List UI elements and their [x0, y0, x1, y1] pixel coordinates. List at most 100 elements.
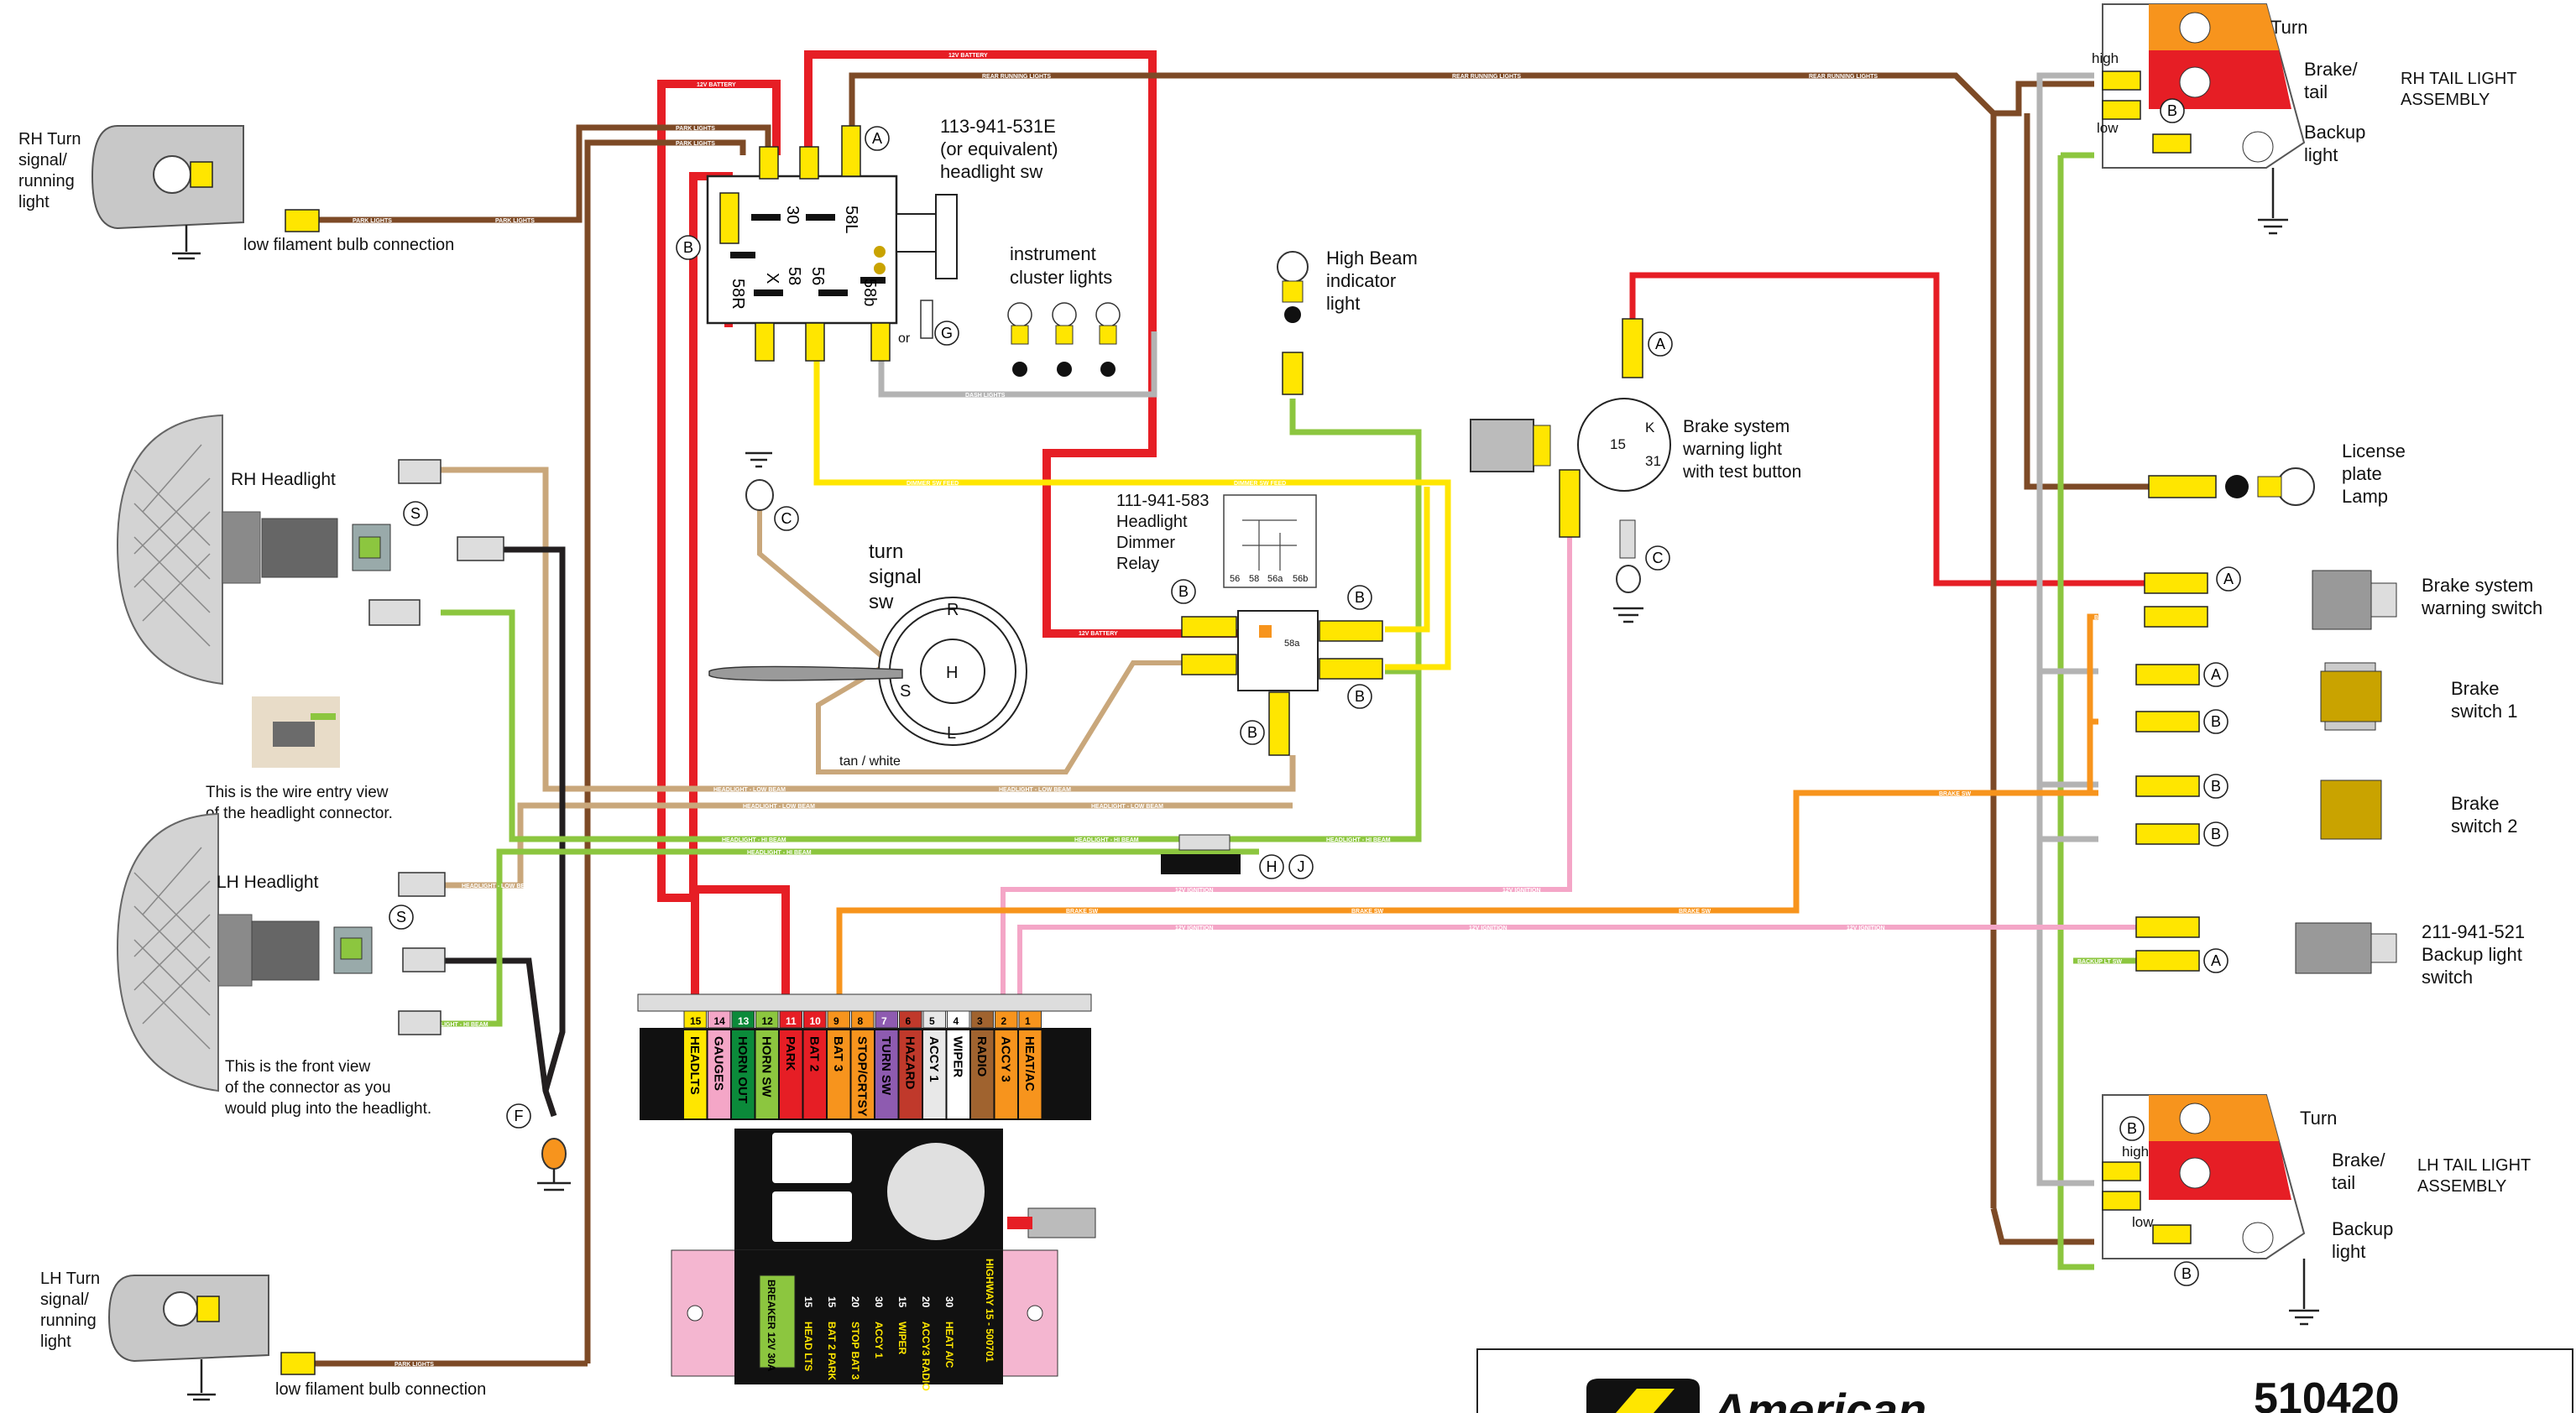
turn-signal-stalk [708, 665, 903, 681]
fuse-slot-label: HEAT A/C [943, 1322, 955, 1369]
pin-x: X [763, 273, 781, 284]
lh-tail-light: high low Turn Brake/ tail Backup light L… [2102, 1094, 2531, 1326]
photo-wire [311, 713, 336, 720]
turn-letter-h: H [946, 664, 958, 682]
callout-a-backup: A [2203, 948, 2229, 973]
low-filament-label-bottom: low filament bulb connection [275, 1380, 486, 1399]
ground-symbol-dash [745, 451, 774, 511]
connector-h-j [1161, 834, 1241, 874]
fuse-cell-body [947, 1030, 969, 1118]
relay-connector-bottom [1268, 691, 1290, 756]
rh-headlight-label: RH Headlight [231, 470, 336, 489]
rh-backup-bulb [2242, 131, 2274, 163]
relay-connector-left-2 [1181, 654, 1237, 675]
terminal-bar [751, 214, 781, 221]
rh-turn-label-4: light [18, 193, 50, 211]
tail-connector [2102, 1161, 2141, 1181]
fuse-cell-number: 4 [954, 1015, 959, 1027]
switch-connector [2144, 606, 2208, 628]
lh-backup-label-1: Backup [2332, 1218, 2393, 1239]
rh-brake-label-2: tail [2304, 81, 2328, 102]
turn-signal-switch: R H S L turn signal sw tan / white [708, 540, 1027, 769]
tail-connector [2102, 100, 2141, 120]
svg-text:B: B [1247, 724, 1257, 741]
lh-connector-ground [402, 947, 446, 972]
svg-text:J: J [1298, 858, 1305, 875]
switch-connector [2135, 823, 2200, 845]
rh-headlight-grid [133, 444, 211, 647]
bulb-base [1282, 280, 1304, 303]
low-filament-label-top: low filament bulb connection [243, 236, 454, 254]
fuse-cell-number: 12 [762, 1015, 774, 1027]
license-label-1: License [2342, 441, 2406, 461]
wire-label-brake-2: BRAKE SW [1351, 909, 1384, 915]
rh-tail-red [2149, 50, 2291, 109]
lh-connector-low [398, 872, 446, 897]
fuse-cell-label: STOP/CRTSY [855, 1036, 870, 1117]
bulb-base [1011, 325, 1029, 345]
high-beam-indicator: High Beam indicator light [1277, 248, 1418, 395]
rh-turn-label-1: RH Turn [18, 130, 81, 149]
wire-label-park-3: PARK LIGHTS [676, 126, 715, 132]
backup-switch-body [2295, 922, 2372, 974]
rh-turn-connector [285, 209, 320, 232]
fuse-cell-body [971, 1030, 994, 1118]
fuse-slot-label: WIPER [896, 1322, 908, 1355]
warning-switch-label-2: warning switch [2421, 597, 2542, 618]
fuse-slot-label: HEAD LTS [802, 1322, 814, 1371]
headlight-switch: 30 58L 58 X 56 58R 58b or 113-941-531E (… [706, 116, 1058, 362]
bulb-glass [1095, 302, 1121, 327]
license-bulb-icon [2276, 467, 2315, 506]
warning-pin-31: 31 [1645, 453, 1661, 469]
fuse-slot-label: ACCY3 RADIO [920, 1322, 932, 1391]
warning-connector-ground [1619, 519, 1636, 559]
warning-pin-15: 15 [1610, 436, 1626, 452]
fuse-cell-number: 3 [977, 1015, 983, 1027]
lh-turn-tail-label: Turn [2300, 1108, 2337, 1129]
headlight-switch-label-3: headlight sw [940, 161, 1042, 182]
wire-12v-battery-a [657, 80, 781, 994]
pin-58: 58 [785, 267, 803, 285]
headlight-switch-label-1: 113-941-531E [940, 116, 1056, 137]
fuse-strip-top [637, 993, 1092, 1012]
or-label: or [898, 331, 911, 346]
svg-text:S: S [396, 909, 406, 925]
pin-30: 30 [783, 206, 802, 224]
wire-ground-lh [441, 957, 557, 1118]
svg-text:G: G [941, 325, 953, 342]
fuse-cell-number: 7 [881, 1015, 887, 1027]
wire-license-light [2024, 113, 2149, 490]
inline-connector-h [1161, 854, 1241, 874]
turn-switch-hub [920, 639, 985, 704]
high-beam-label-1: High Beam [1326, 248, 1418, 269]
svg-text:H: H [1267, 858, 1278, 875]
wire-brake-warning-a [1629, 272, 2145, 587]
terminal-bar [754, 289, 783, 296]
wire-label-ign-3: 12V IGNITION [1175, 925, 1214, 931]
wire-label-battery-a: 12V BATTERY [697, 82, 736, 88]
fuse-cell-label: HEADLTS [687, 1036, 702, 1095]
fuse-cell-number-bg [683, 1010, 707, 1029]
callout-b-relay-3: B [1347, 684, 1372, 709]
switch-connector [2135, 950, 2200, 972]
callout-g: G [934, 321, 959, 346]
bulb-base [2257, 476, 2282, 498]
svg-text:B: B [2182, 1265, 2192, 1282]
fuse-cell-number-bg [851, 1010, 875, 1029]
callouts: A B G C S S F B B B B H J A C B A A B B … [389, 98, 2241, 1286]
warning-switch-body [2312, 570, 2372, 630]
instrument-label-2: cluster lights [1010, 267, 1112, 288]
bulb-socket [1100, 362, 1116, 377]
brake-switch-2: Brake switch 2 [2135, 775, 2517, 845]
fuse-cell-body [899, 1030, 922, 1118]
lh-backup-label-2: light [2332, 1241, 2365, 1262]
backup-switch-label-2: Backup light [2422, 944, 2522, 965]
hs-connector-3 [841, 125, 861, 177]
fuse-cell-body [828, 1030, 850, 1118]
high-beam-bulb-icon [1277, 251, 1309, 283]
fuse-cell-number: 5 [929, 1015, 935, 1027]
callout-b-tail-lh-2: B [2174, 1261, 2199, 1286]
ring-terminal-c2 [1616, 565, 1641, 593]
